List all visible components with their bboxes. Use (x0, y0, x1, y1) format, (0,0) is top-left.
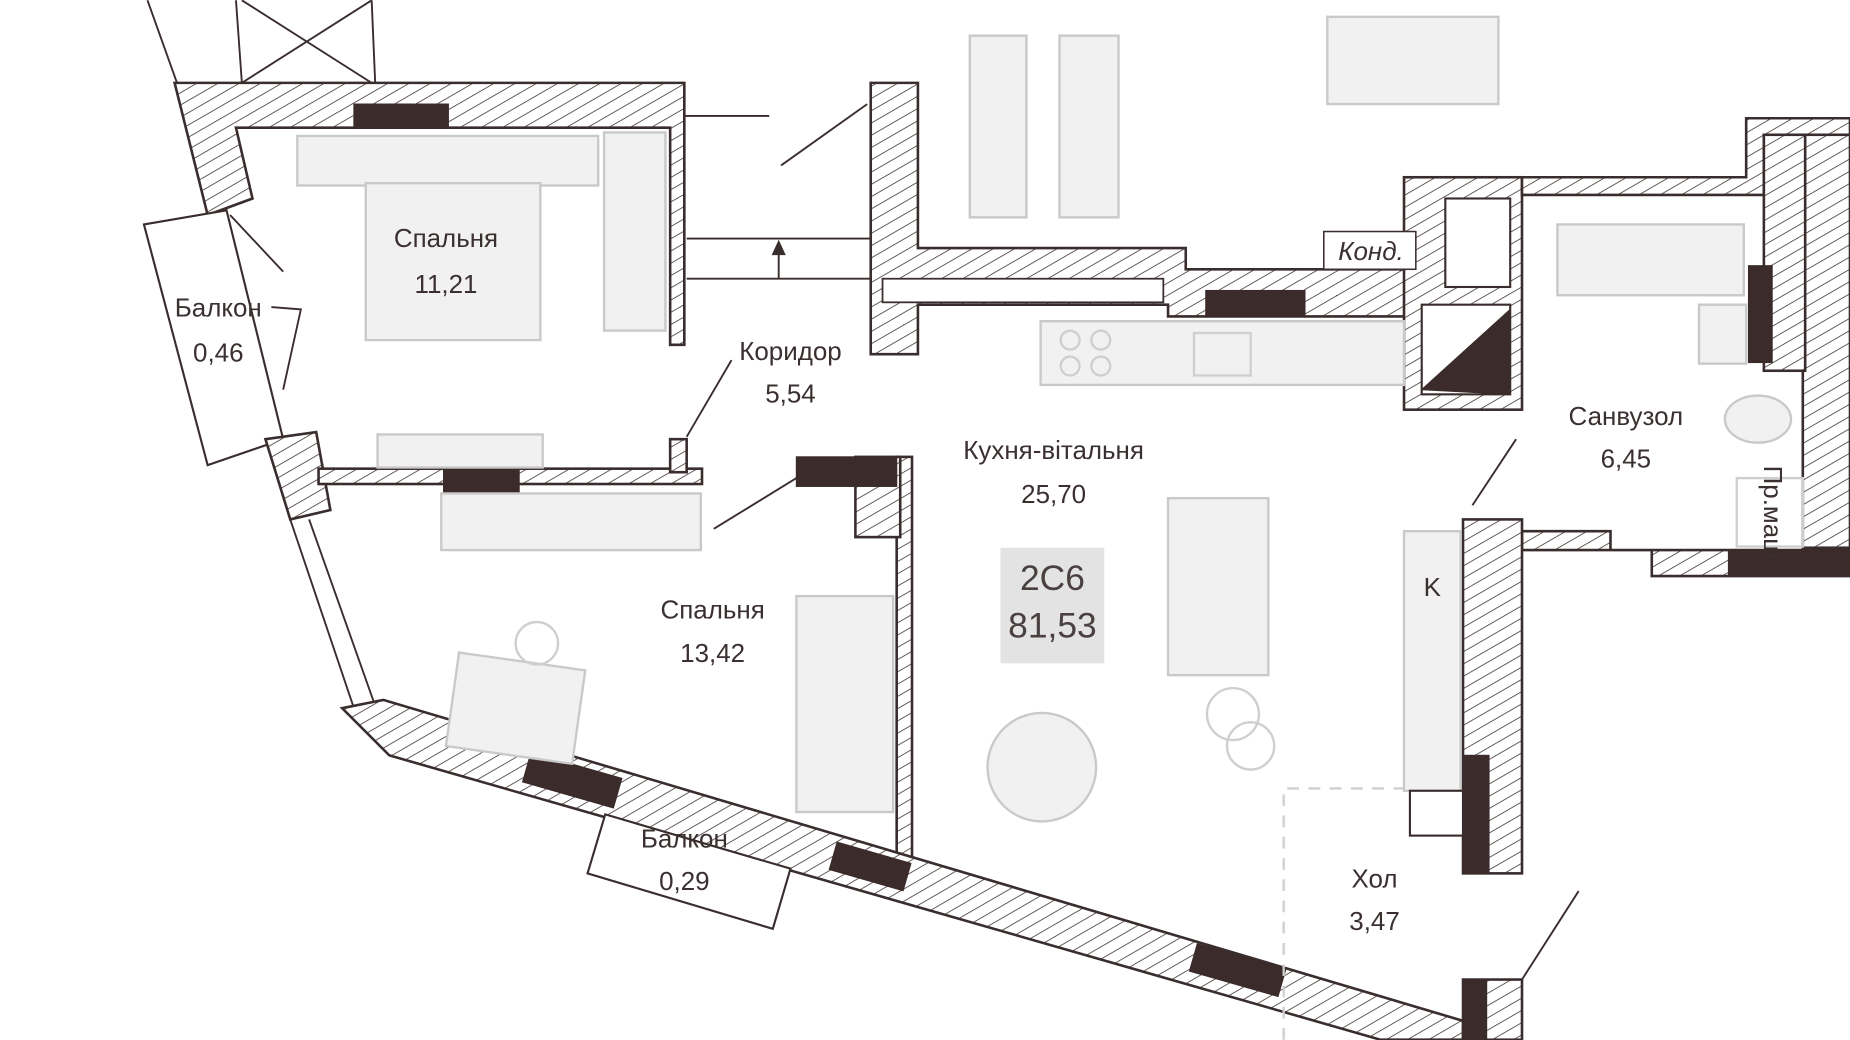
unit-total-area: 81,53 (1008, 606, 1097, 645)
room-label-balcony-1: Балкон 0,46 (175, 294, 262, 367)
room-area: 6,45 (1601, 445, 1651, 473)
exterior-structure (146, 0, 377, 84)
room-name: Коридор (739, 338, 841, 366)
room-label-bedroom-1: Спальня 11,21 (394, 225, 498, 299)
balcony-bottom (586, 813, 792, 931)
room-label-bedroom-2: Спальня 13,42 (661, 597, 765, 669)
closet-label: K (1424, 574, 1442, 602)
ventilation-blocks (881, 277, 1165, 304)
unit-badge: 2С6 81,53 (1000, 547, 1105, 664)
washing-machine-label: Пр.маш (1758, 466, 1786, 559)
room-label-hall: Хол 3,47 (1349, 866, 1399, 936)
room-name: Хол (1352, 866, 1398, 894)
window-kitchen (1205, 289, 1306, 318)
exterior-wall-left (289, 519, 377, 709)
unit-code: 2С6 (1020, 559, 1085, 598)
wall-pillar-left (263, 430, 332, 521)
room-name: Кухня-вітальня (963, 437, 1144, 465)
room-area: 25,70 (1021, 481, 1086, 509)
room-label-corridor: Коридор 5,54 (739, 338, 841, 408)
room-label-kitchen-living: Кухня-вітальня 25,70 (963, 437, 1144, 509)
ac-text: Конд. (1338, 238, 1404, 266)
room-name: Балкон (175, 294, 262, 322)
room-label-bathroom: Санвузол 6,45 (1569, 403, 1684, 473)
door-frame (443, 468, 520, 495)
furniture (296, 15, 1804, 837)
ac-label: Конд. (1323, 230, 1417, 271)
room-name: Спальня (661, 597, 765, 625)
room-area: 13,42 (680, 640, 745, 668)
room-area: 0,46 (193, 339, 243, 367)
room-area: 5,54 (765, 381, 815, 409)
room-area: 11,21 (414, 271, 477, 299)
wall-central (869, 81, 1429, 356)
room-area: 3,47 (1349, 908, 1399, 936)
room-area: 0,29 (659, 868, 709, 896)
room-name: Спальня (394, 225, 498, 253)
window-bedroom-top (353, 103, 449, 129)
room-name: Балкон (641, 825, 728, 853)
room-label-balcony-2: Балкон 0,29 (641, 825, 728, 895)
room-name: Санвузол (1569, 403, 1684, 431)
wall-bedroom-top (172, 81, 686, 347)
